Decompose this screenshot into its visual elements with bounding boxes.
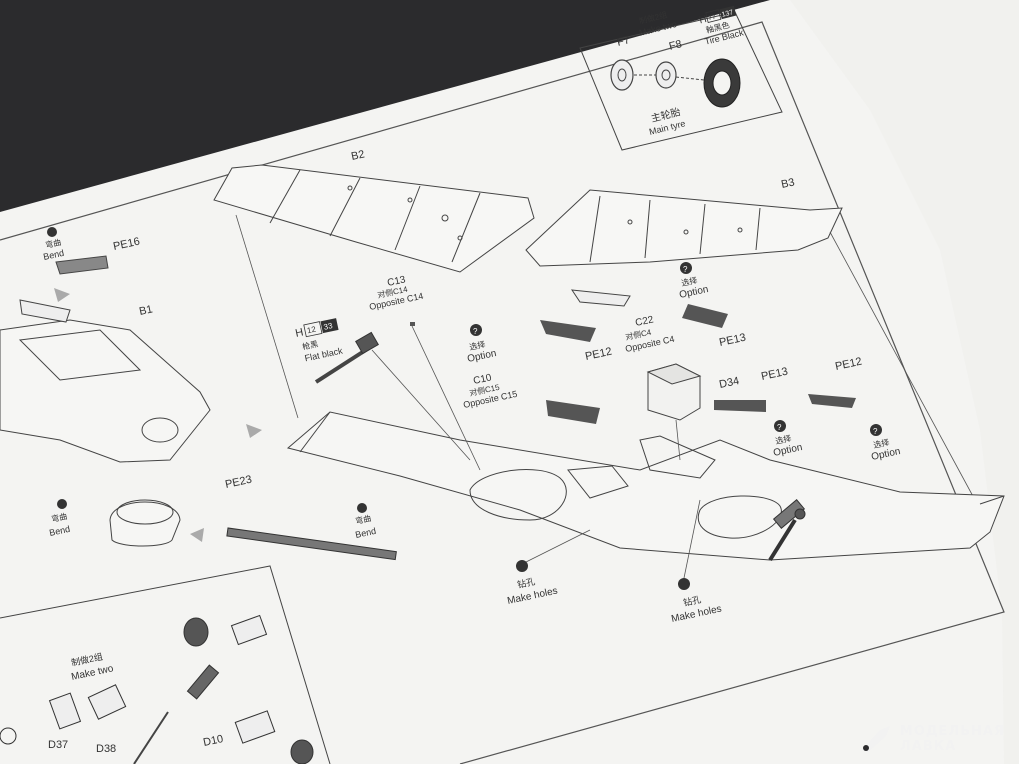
- label-pe23: PE23: [224, 474, 253, 491]
- bend-note-2: 弯曲 Bend: [48, 499, 71, 538]
- label-d10: D10: [202, 733, 224, 749]
- svg-text:钻孔: 钻孔: [682, 593, 702, 608]
- tyre-inset-box: F7 F8 制做2组 Make two H 77 137 釉黑色 Tire Bl…: [579, 5, 783, 151]
- part-d34: [646, 363, 702, 421]
- watermark: МОДЕЛЬНАЯ ЛАВКА: [860, 724, 1005, 754]
- lower-wing-assembly: [286, 411, 1005, 561]
- drum-part-icon: [183, 617, 209, 647]
- bend-note-3: 弯曲 Bend: [354, 503, 377, 540]
- pe-part-c10-plate: [546, 400, 600, 424]
- label-c10: C10: [472, 372, 493, 387]
- svg-text:Bend: Bend: [354, 526, 377, 540]
- label-pe12-b: PE12: [834, 356, 863, 373]
- drum-part-2-icon: [290, 739, 314, 764]
- gun-part-icon: [314, 331, 379, 384]
- svg-text:Bend: Bend: [48, 524, 71, 538]
- bend-note-1: 弯曲 Bend: [42, 227, 65, 262]
- label-d38: D38: [96, 743, 116, 755]
- label-d34: D34: [718, 375, 740, 391]
- ring-part: [109, 499, 181, 547]
- pe-part-pe12-lower: [808, 394, 856, 408]
- svg-text:弯曲: 弯曲: [44, 237, 62, 250]
- svg-text:弯曲: 弯曲: [50, 511, 68, 524]
- label-d37: D37: [48, 739, 68, 751]
- label-pe16: PE16: [112, 236, 141, 253]
- label-c13: C13: [386, 274, 407, 289]
- receiver-part-icon: [234, 710, 276, 744]
- label-f8: F8: [668, 38, 683, 53]
- spring-part-icon: [186, 664, 220, 700]
- part-d37-icon: [48, 692, 82, 730]
- svg-text:33: 33: [323, 321, 334, 332]
- label-c22: C22: [634, 314, 655, 329]
- wheel-half-f8-icon: [655, 61, 677, 89]
- pe-part-pe16: [55, 255, 109, 275]
- svg-text:H: H: [294, 326, 304, 339]
- wing-part-b2: [213, 164, 535, 273]
- svg-text:12: 12: [306, 325, 317, 336]
- fuselage-part-b1: [0, 299, 211, 463]
- knife-logo-icon: [861, 726, 890, 752]
- svg-text:选择: 选择: [774, 433, 792, 446]
- leader-line: [235, 214, 299, 419]
- label-b1: B1: [138, 303, 154, 318]
- svg-text:弯曲: 弯曲: [354, 513, 372, 526]
- label-pe12-a: PE12: [584, 346, 613, 363]
- svg-text:选择: 选择: [872, 437, 890, 450]
- pe-part-pe12-upper: [540, 320, 596, 342]
- label-b3: B3: [780, 176, 796, 191]
- svg-text:H: H: [698, 14, 708, 26]
- pe-part-c22: [570, 289, 631, 307]
- label-pe13-b: PE13: [760, 366, 789, 383]
- label-b2: B2: [350, 148, 366, 163]
- pe-part-pe23: [226, 527, 397, 561]
- small-part-c13: [410, 322, 415, 326]
- part-d38-icon: [87, 684, 127, 720]
- watermark-line2: ЛАВКА: [899, 739, 957, 754]
- breech-part-icon: [230, 614, 268, 646]
- make-holes-note-1: 钻孔 Make holes: [506, 529, 591, 607]
- pe-part-pe13-lower: [714, 400, 766, 412]
- svg-text:137: 137: [721, 9, 734, 19]
- svg-text:?: ?: [873, 427, 878, 436]
- pe-part-pe13-upper: [682, 304, 728, 328]
- svg-text:选择: 选择: [468, 339, 486, 352]
- page-border: [0, 21, 1005, 764]
- machine-gun-part: [768, 499, 806, 562]
- svg-text:枪黑: 枪黑: [301, 339, 319, 352]
- svg-text:Bend: Bend: [42, 248, 65, 262]
- direction-arrows: [54, 288, 262, 542]
- svg-text:77: 77: [707, 14, 716, 23]
- wheel-half-f7-icon: [610, 59, 634, 91]
- svg-text:钻孔: 钻孔: [516, 575, 536, 590]
- svg-text:?: ?: [683, 265, 688, 274]
- wing-part-b3: [525, 189, 843, 267]
- svg-text:?: ?: [777, 423, 782, 432]
- label-pe13-a: PE13: [718, 332, 747, 349]
- label-f7: F7: [616, 34, 631, 49]
- option-callout-4: ? 选择 Option: [870, 424, 901, 463]
- svg-text:?: ?: [473, 327, 478, 336]
- svg-text:选择: 选择: [680, 275, 698, 288]
- watermark-line1: МОДЕЛЬНАЯ: [899, 724, 1005, 739]
